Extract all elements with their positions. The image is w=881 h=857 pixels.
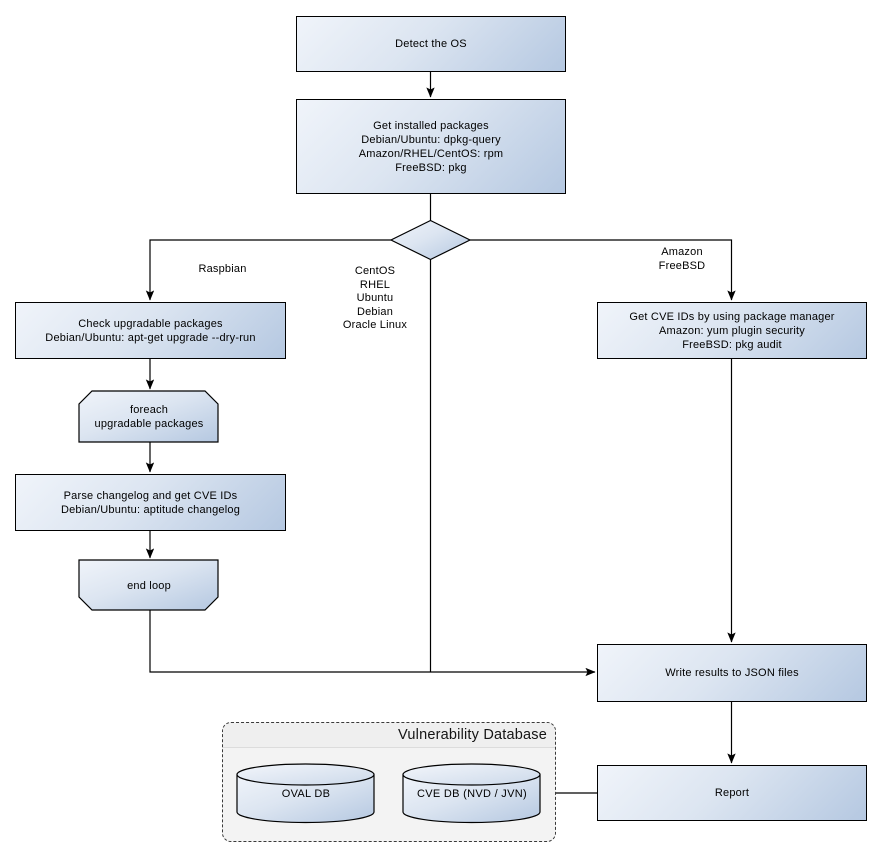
node-report: Report: [597, 765, 867, 821]
connector-decision-to-get-cve: [470, 239, 736, 301]
vulnerability-database-header: Vulnerability Database: [223, 723, 555, 748]
node-line: Get installed packages: [373, 119, 489, 132]
node-write-results: Write results to JSON files: [597, 644, 867, 702]
node-detect-os: Detect the OS: [296, 16, 566, 72]
oval-db-body: [236, 774, 375, 824]
node-line: Check upgradable packages: [78, 317, 223, 330]
branch-os: Ubuntu: [356, 292, 394, 305]
node-line: Debian/Ubuntu: dpkg-query: [361, 133, 501, 146]
branch-os: Debian: [356, 305, 394, 318]
node-get-installed-packages: Get installed packages Debian/Ubuntu: dp…: [296, 99, 566, 194]
branch-os: Amazon: [661, 246, 703, 258]
oval-db-top: [236, 763, 375, 786]
branch-label-raspbian: Raspbian: [198, 263, 247, 275]
node-line: Get CVE IDs by using package manager: [629, 310, 835, 323]
foreach-loop-shape: [78, 390, 219, 443]
connector-decision-to-check-upgradable: [145, 239, 391, 301]
node-line: Amazon: yum plugin security: [658, 324, 805, 337]
branch-os: CentOS: [354, 265, 396, 277]
node-label: Report: [714, 787, 750, 799]
end-loop-shape: [78, 559, 219, 611]
node-line: Debian/Ubuntu: aptitude changelog: [60, 503, 241, 516]
node-line: Parse changelog and get CVE IDs: [63, 489, 238, 502]
oval-db-cylinder: [236, 763, 375, 824]
connector-endloop-to-write-results: [149, 610, 596, 677]
branch-os: FreeBSD: [658, 259, 706, 272]
vulnerability-database-title: Vulnerability Database: [398, 727, 547, 743]
node-check-upgradable-packages: Check upgradable packages Debian/Ubuntu:…: [15, 302, 286, 359]
node-get-cve-ids: Get CVE IDs by using package manager Ama…: [597, 302, 867, 359]
node-line: FreeBSD: pkg audit: [682, 338, 782, 351]
node-line: Amazon/RHEL/CentOS: rpm: [358, 147, 504, 160]
node-label: Detect the OS: [395, 38, 467, 50]
branch-label-right-os: Amazon FreeBSD: [639, 246, 725, 273]
cve-db-body: [402, 774, 541, 824]
branch-os: Oracle Linux: [342, 319, 408, 332]
cve-db-top: [402, 763, 541, 786]
node-parse-changelog: Parse changelog and get CVE IDs Debian/U…: [15, 474, 286, 531]
cve-db-cylinder: [402, 763, 541, 824]
branch-os: RHEL: [359, 278, 391, 291]
node-line: Debian/Ubuntu: apt-get upgrade --dry-run: [45, 331, 256, 344]
node-line: FreeBSD: pkg: [395, 161, 467, 174]
os-decision-diamond: [389, 219, 472, 261]
node-label: Write results to JSON files: [665, 667, 799, 679]
branch-label-middle-os: CentOS RHEL Ubuntu Debian Oracle Linux: [329, 265, 421, 333]
